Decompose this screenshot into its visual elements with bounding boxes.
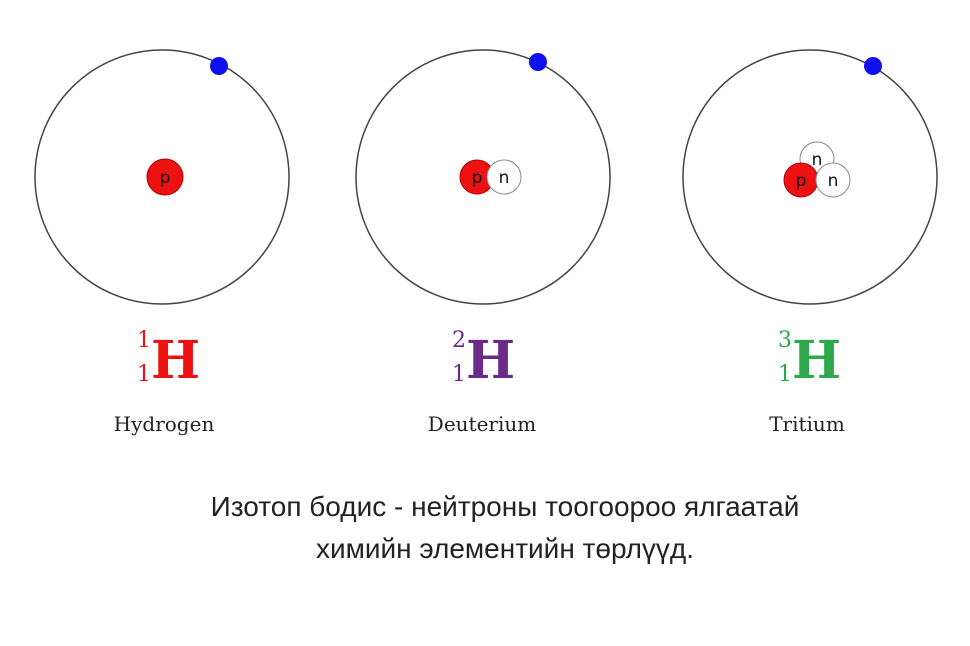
isotope-symbol-deuterium: 2 1 H — [452, 330, 572, 392]
caption-line-2: химийн элементийн төрлүүд. — [315, 533, 695, 564]
atomic-number: 1 — [452, 362, 466, 387]
neutron: n — [486, 159, 522, 195]
proton-label: p — [472, 168, 483, 188]
atom-tritium: n p n — [682, 49, 938, 305]
electron-orbit — [355, 49, 611, 305]
electron — [210, 57, 228, 75]
atomic-number: 1 — [137, 362, 151, 387]
neutron: n — [815, 162, 851, 198]
isotope-symbol-tritium: 3 1 H — [778, 330, 898, 392]
atom-deuterium: p n — [355, 49, 611, 305]
isotope-atom-diagrams: p p n n p n — [34, 49, 938, 305]
electron-orbit — [34, 49, 290, 305]
electron — [529, 53, 547, 71]
isotope-name-hydrogen: Hydrogen — [113, 412, 215, 436]
isotope-name-tritium: Tritium — [769, 412, 845, 436]
caption-line-1: Изотоп бодис - нейтроны тоогоороо ялгаат… — [210, 491, 800, 522]
isotope-symbol-hydrogen: 1 1 H — [137, 330, 257, 392]
element-symbol: H — [466, 330, 516, 391]
mass-number: 2 — [452, 328, 466, 353]
element-symbol: H — [151, 330, 201, 391]
neutron-label: n — [499, 168, 510, 188]
electron-orbit — [682, 49, 938, 305]
element-symbol: H — [792, 330, 842, 391]
proton: p — [783, 162, 819, 198]
mass-number: 1 — [137, 328, 151, 353]
proton: p — [146, 158, 184, 196]
mass-number: 3 — [778, 328, 792, 353]
proton-label: p — [796, 171, 807, 191]
neutron-label: n — [828, 171, 839, 191]
electron — [864, 57, 882, 75]
proton-label: p — [160, 168, 171, 188]
neutron-label: n — [812, 150, 823, 170]
isotope-name-deuterium: Deuterium — [427, 412, 537, 436]
caption: Изотоп бодис - нейтроны тоогоороо ялгаат… — [0, 486, 970, 570]
atomic-number: 1 — [778, 362, 792, 387]
atom-hydrogen: p — [34, 49, 290, 305]
